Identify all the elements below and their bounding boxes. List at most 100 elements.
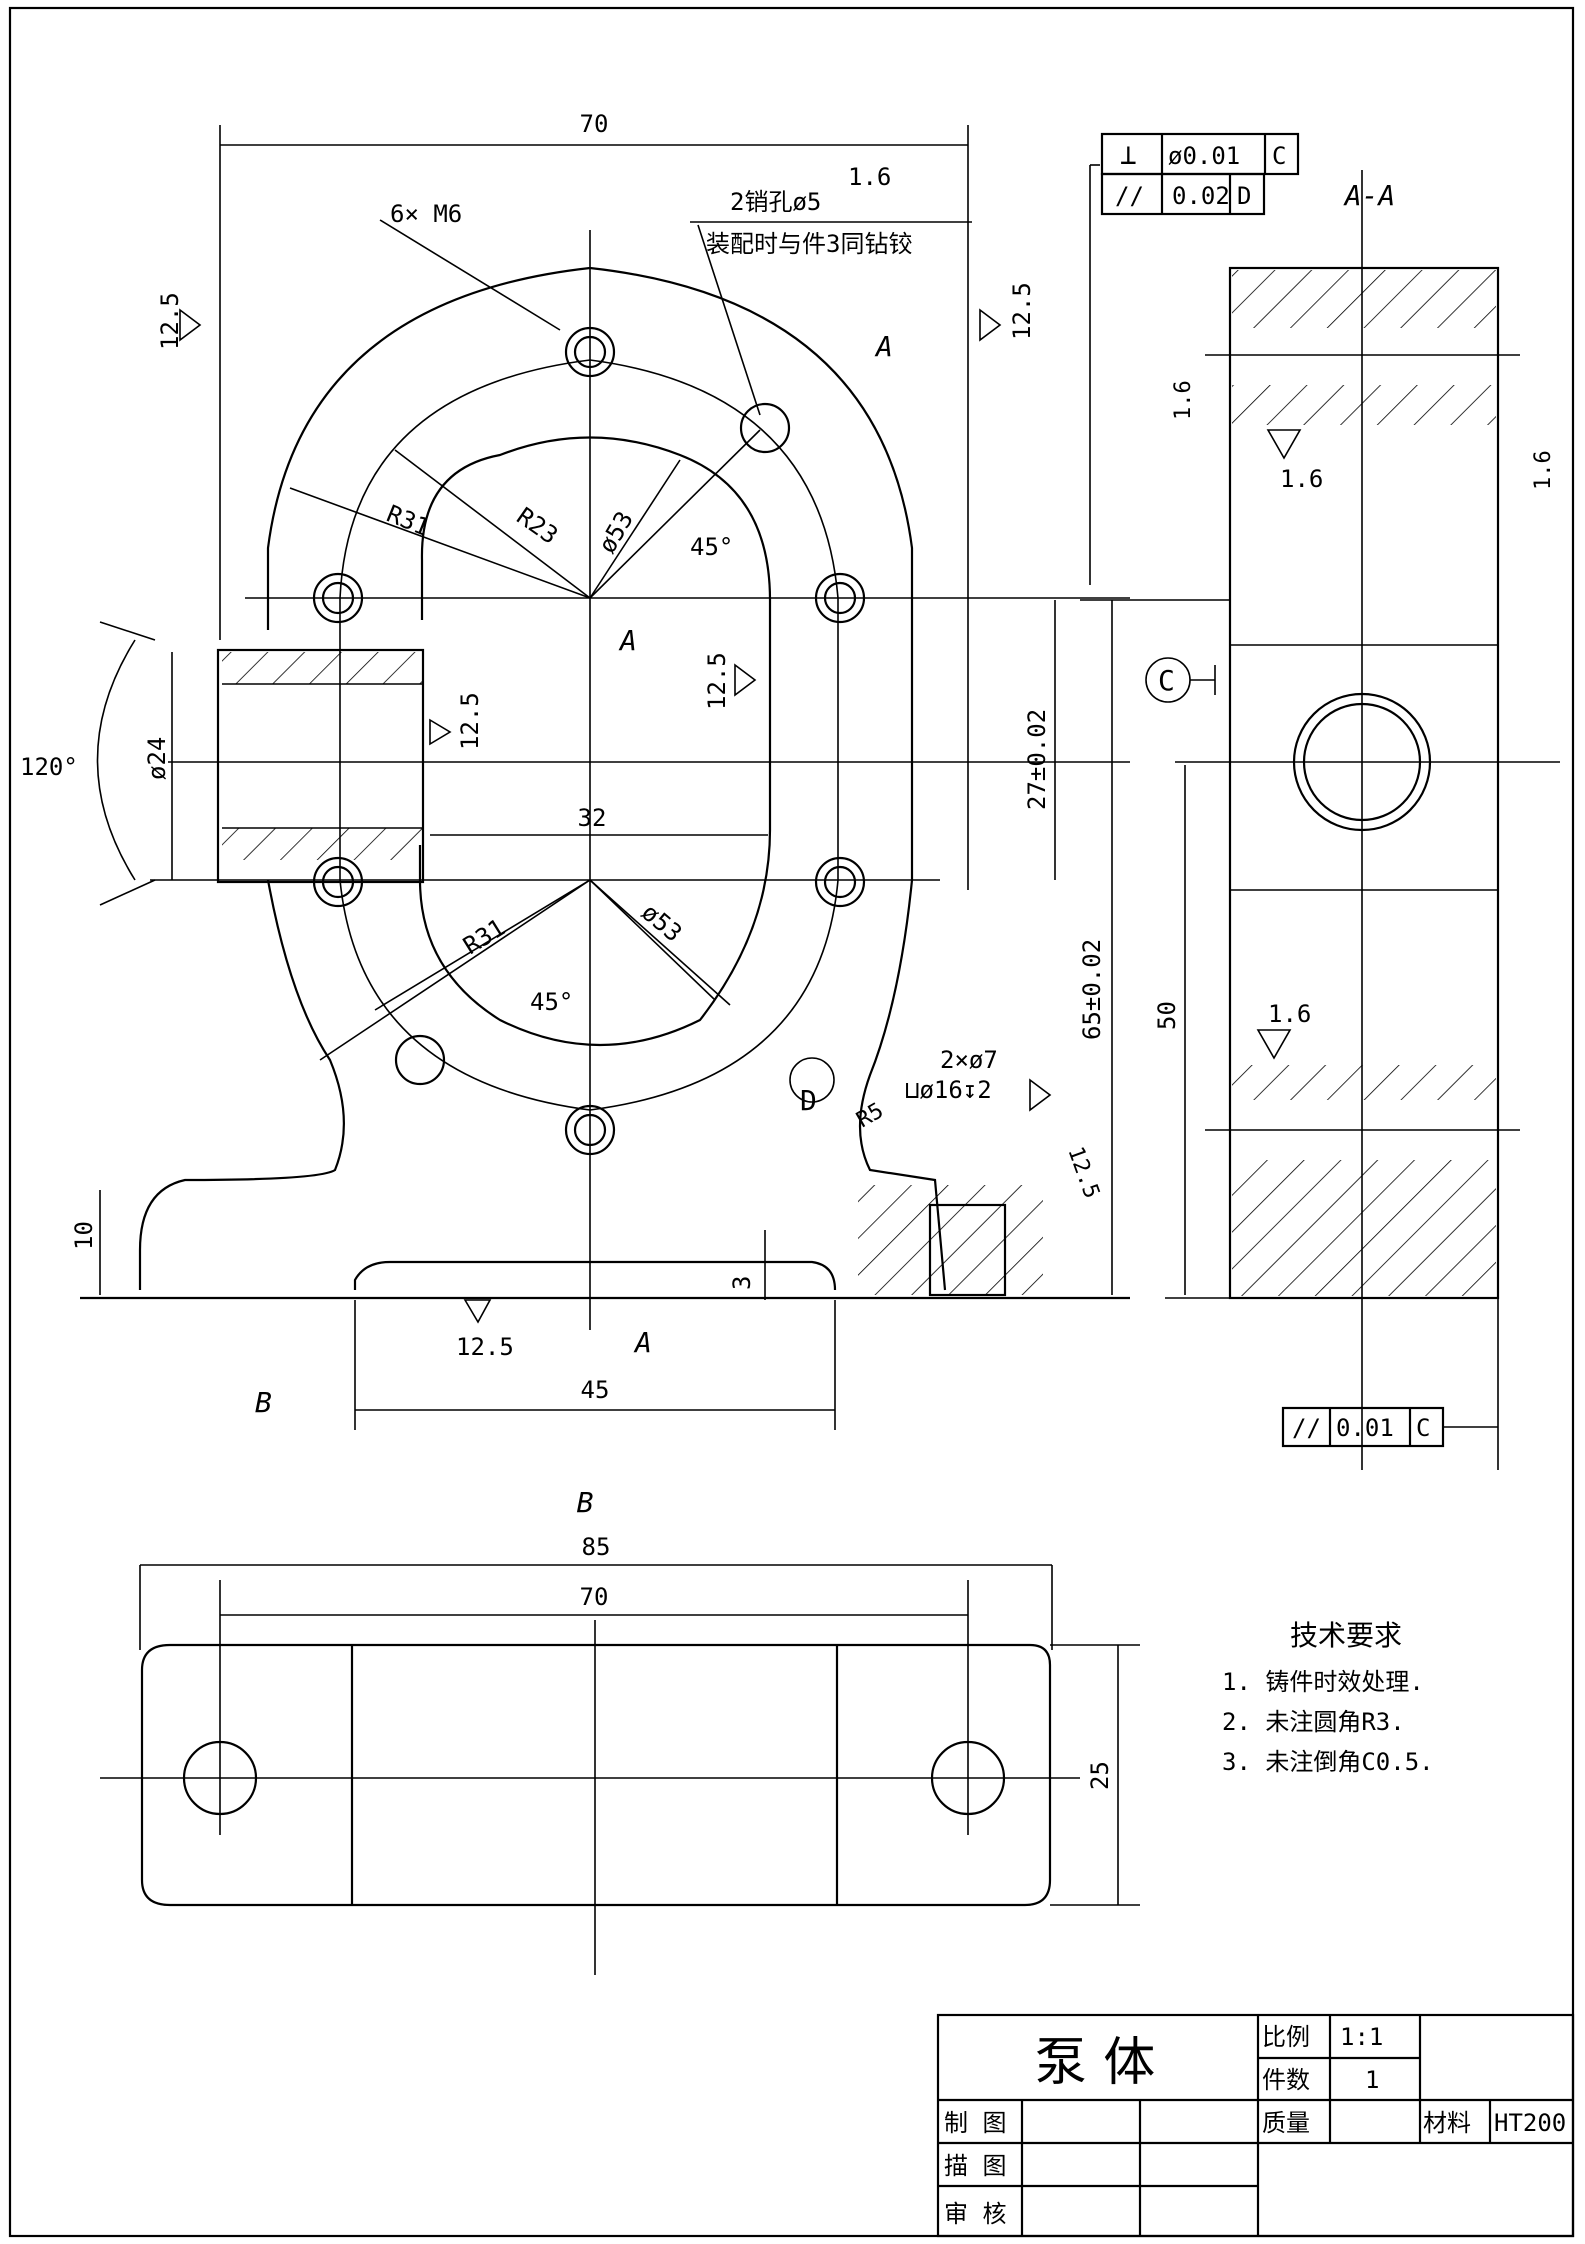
tolerance-frame-bottom: // 0.01 C	[1281, 1406, 1498, 1448]
dim-27: 27±0.02	[1023, 709, 1051, 810]
tech-title: 技术要求	[1290, 1619, 1402, 1652]
mass-label: 质量	[1262, 2109, 1310, 2137]
thread-hatch-bottom	[222, 828, 422, 860]
datum-d-label: D	[800, 1084, 817, 1117]
rough-right: 12.5	[1008, 282, 1036, 340]
mount-hole	[928, 1203, 1007, 1297]
bolt-holes	[312, 326, 866, 1156]
rough-right-icon	[979, 308, 1002, 342]
dim-50: 50	[1153, 1001, 1181, 1030]
arrow-b-label: B	[255, 1386, 272, 1419]
dim-d24: ø24	[143, 737, 171, 780]
bolt-hole-icon	[564, 1104, 616, 1156]
dim-r31-b: R31	[458, 913, 510, 960]
rough-aa3: 1.6	[1531, 450, 1556, 490]
par-value: 0.02	[1172, 182, 1230, 210]
material-value: HT200	[1494, 2109, 1566, 2137]
par2-symbol: //	[1292, 1414, 1321, 1442]
aa-hatch-top	[1232, 270, 1496, 328]
par-symbol: //	[1115, 182, 1144, 210]
dim-angle-120: 120°	[20, 753, 78, 781]
diag-centerline-lower	[374, 879, 591, 1011]
mount-hatch	[858, 1185, 1043, 1295]
diag-centerline-upper	[589, 429, 761, 599]
dim-32: 32	[578, 804, 607, 832]
diag-centerline-lower-right	[589, 879, 731, 1006]
qty-value: 1	[1365, 2066, 1379, 2094]
dim-top-70: 70	[580, 110, 609, 138]
aa-hatch-2	[1232, 385, 1496, 425]
material-label: 材料	[1423, 2109, 1471, 2137]
section-aa	[1080, 170, 1560, 1470]
bolt-hole-icon	[564, 326, 616, 378]
part-name: 泵 体	[1035, 2033, 1156, 2093]
view-b-title: B	[577, 1486, 594, 1519]
cut-a-bottom: A	[633, 1326, 652, 1359]
dim-b-70: 70	[580, 1583, 609, 1611]
inner-cavity	[418, 436, 772, 1046]
rough-inner-icon	[734, 663, 757, 697]
center-a: A	[618, 624, 637, 657]
dim-pin-holes: 2销孔ø5	[730, 188, 821, 216]
perp-datum: C	[1272, 142, 1286, 170]
bolt-hole-icon	[814, 856, 866, 908]
rough-bore-icon	[429, 718, 452, 746]
aa-hatch-3	[1232, 1065, 1496, 1100]
inlet-bore	[216, 648, 425, 884]
tech-item: 3. 未注倒角C0.5.	[1222, 1748, 1434, 1776]
pin-hole-icon	[739, 402, 791, 454]
qty-label: 件数	[1262, 2066, 1310, 2094]
body-outline	[138, 266, 947, 1291]
par2-value: 0.01	[1336, 1414, 1394, 1442]
rough-top: 1.6	[848, 163, 891, 191]
rough-base-icon	[463, 1299, 492, 1324]
rough-foot-icon	[1029, 1078, 1052, 1112]
tech-item: 2. 未注圆角R3.	[1222, 1708, 1405, 1736]
dim-gap-3: 3	[728, 1276, 756, 1290]
dim-holes-2: 2×ø7	[940, 1046, 998, 1074]
dim-base-45: 45	[581, 1376, 610, 1404]
aa-outline	[1228, 266, 1500, 1300]
perp-value: ø0.01	[1168, 142, 1240, 170]
datum-d-circle	[789, 1057, 835, 1103]
rough-aa2: 1.6	[1280, 465, 1323, 493]
dim-foot-10: 10	[70, 1221, 98, 1250]
bolt-hole-icon	[312, 572, 364, 624]
dim-65: 65±0.02	[1078, 939, 1106, 1040]
aa-bore-outer	[1292, 692, 1432, 832]
dim-angle-a: 45°	[690, 533, 733, 561]
tech-item: 1. 铸件时效处理.	[1222, 1668, 1424, 1696]
sheet-border	[8, 6, 1575, 2238]
rough-aa1: 1.6	[1171, 380, 1196, 420]
rough-left-icon	[179, 308, 202, 342]
dim-pin-note: 装配时与件3同钻铰	[706, 230, 912, 258]
view-b-outline	[140, 1643, 1052, 1907]
thread-hatch-top	[222, 652, 422, 684]
dim-bolt-holes: 6× M6	[390, 200, 462, 228]
pitch-arc-lower	[339, 879, 839, 1111]
rough-aa4: 1.6	[1268, 1000, 1311, 1028]
rough-bore: 12.5	[456, 692, 484, 750]
dim-b-25: 25	[1086, 1761, 1114, 1790]
view-b-hole-right-icon	[930, 1740, 1006, 1816]
aa-bore-inner	[1302, 702, 1422, 822]
checked-label: 审 核	[944, 2200, 1006, 2228]
cut-a-top: A	[874, 330, 893, 363]
base-foot	[353, 1260, 837, 1291]
title-block: 泵 体 比例 1:1 件数 1 质量 材料 HT200 制 图 描 图 审 核	[936, 2013, 1575, 2238]
perp-symbol: ⊥	[1120, 138, 1137, 171]
pitch-arc-upper	[339, 359, 839, 599]
view-b: B	[100, 1486, 1140, 1975]
bolt-hole-icon	[814, 572, 866, 624]
rough-inner: 12.5	[703, 652, 731, 710]
par-datum: D	[1237, 182, 1251, 210]
dim-r5: R5	[853, 1098, 888, 1133]
scale-label: 比例	[1262, 2023, 1310, 2051]
dim-r31-a: R31	[383, 500, 434, 542]
dim-cbore: ⊔ø16↧2	[905, 1076, 992, 1104]
par2-datum: C	[1416, 1414, 1430, 1442]
dim-d53-b: ø53	[636, 898, 687, 947]
front-view	[80, 230, 1130, 1330]
